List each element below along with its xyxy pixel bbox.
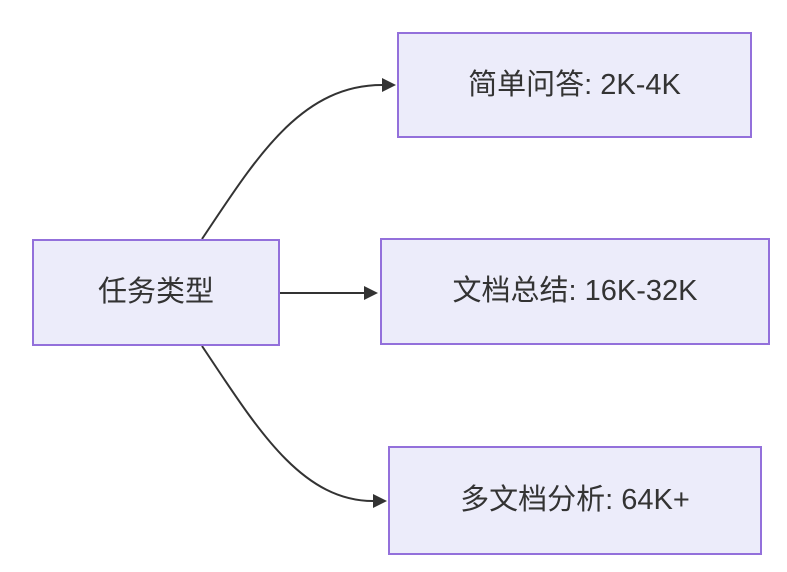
edge-task-to-simple-qa	[201, 78, 396, 240]
node-simple-qa: 简单问答: 2K-4K	[397, 32, 752, 138]
node-doc-summary-label: 文档总结: 16K-32K	[452, 275, 698, 307]
node-simple-qa-label: 简单问答: 2K-4K	[468, 68, 681, 101]
node-doc-summary: 文档总结: 16K-32K	[380, 238, 770, 345]
node-task-type-label: 任务类型	[97, 276, 214, 308]
node-task-type: 任务类型	[32, 239, 280, 346]
edge-task-to-multidoc	[201, 345, 387, 508]
node-multidoc-analysis: 多文档分析: 64K+	[388, 446, 762, 555]
node-multidoc-analysis-label: 多文档分析: 64K+	[460, 484, 690, 516]
